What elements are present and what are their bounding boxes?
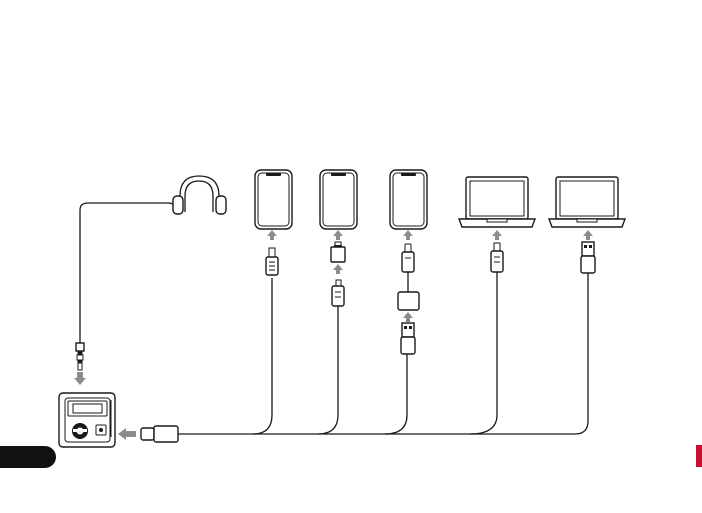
player-dial-icon xyxy=(72,423,88,439)
smartphone-icon xyxy=(320,170,357,229)
lightning-plug-icon xyxy=(402,244,414,292)
usb-c-plug-icon xyxy=(491,243,503,272)
usb-a-plug-icon xyxy=(401,323,415,354)
aux-cable xyxy=(76,203,176,370)
adapter-box-icon xyxy=(398,292,419,310)
smartphone-icon xyxy=(390,170,427,229)
arrow-up-icon xyxy=(403,312,413,322)
arrow-up-icon xyxy=(583,230,593,240)
arrow-up-icon xyxy=(403,230,413,240)
player-device xyxy=(59,393,115,447)
arrow-up-icon xyxy=(267,230,277,240)
usb-c-plug-icon xyxy=(266,248,278,275)
usb-a-plug-icon xyxy=(581,242,595,273)
arrow-up-icon xyxy=(333,264,343,274)
headphones-icon xyxy=(173,176,226,214)
player-connector xyxy=(141,426,178,442)
laptop-icon xyxy=(549,177,625,227)
main-cable xyxy=(178,272,588,434)
smartphone-icon xyxy=(255,170,292,229)
micro-usb-plug-icon xyxy=(332,280,344,314)
adapter-plug-icon xyxy=(331,242,345,262)
arrow-up-icon xyxy=(333,230,343,240)
arrow-up-icon xyxy=(492,230,502,240)
arrow-left-icon xyxy=(118,428,136,440)
player-button-icon xyxy=(96,425,106,435)
arrow-down-icon xyxy=(74,372,86,385)
laptop-icon xyxy=(459,177,535,227)
